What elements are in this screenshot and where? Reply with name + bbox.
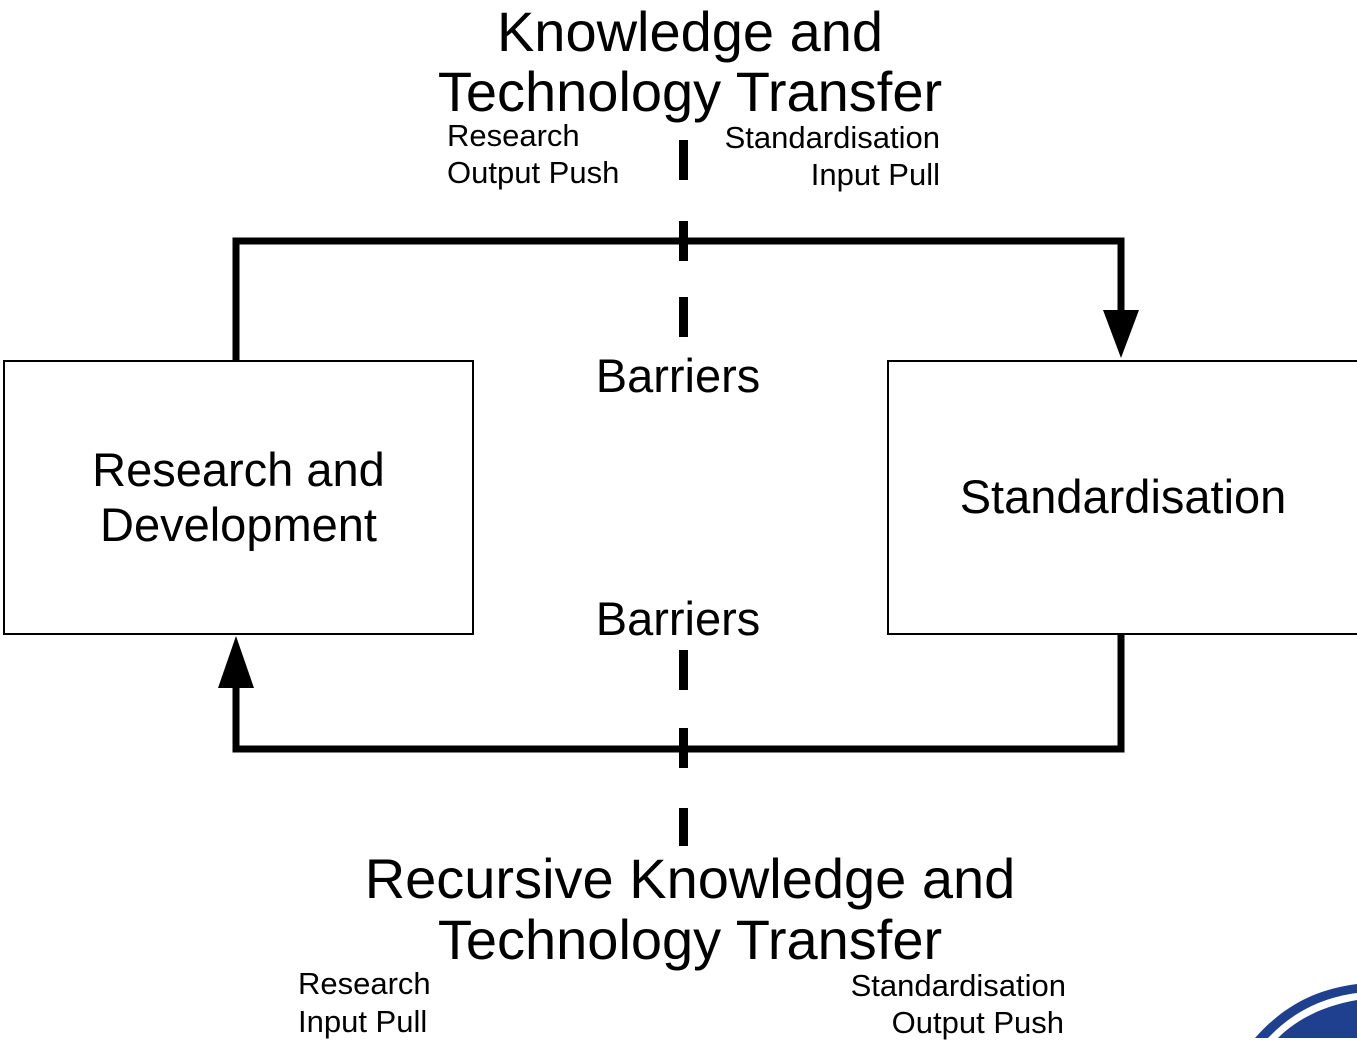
barriers-bottom-label: Barriers: [595, 592, 761, 645]
bottom-flow-line: [232, 634, 1125, 753]
research-output-push-line2: Output Push: [447, 155, 620, 190]
standardisation-input-pull-line2: Input Pull: [810, 157, 940, 192]
bottom-title-line1: Recursive Knowledge and: [364, 847, 1016, 910]
standardisation-box: Standardisation: [887, 360, 1357, 635]
arrowhead-up: [218, 636, 254, 688]
standardisation-output-push-line2: Output Push: [891, 1005, 1064, 1040]
barriers-top-label: Barriers: [595, 349, 761, 402]
top-barrier-dashes: [679, 140, 688, 337]
arrowhead-down: [1103, 310, 1139, 358]
research-development-box: Research and Development: [3, 360, 474, 635]
research-input-pull-line1: Research: [298, 966, 431, 1001]
bottom-title-line2: Technology Transfer: [437, 908, 943, 971]
top-title-line2: Technology Transfer: [437, 60, 943, 123]
research-development-line2: Development: [100, 497, 377, 551]
research-output-push-line1: Research: [447, 118, 580, 153]
top-title-line1: Knowledge and: [496, 0, 884, 63]
research-input-pull-line2: Input Pull: [298, 1004, 428, 1039]
corner-logo: [1255, 984, 1357, 1038]
research-development-line1: Research and: [92, 442, 385, 496]
standardisation-box-label: Standardisation: [959, 470, 1287, 523]
standardisation-output-push-line1: Standardisation: [850, 968, 1066, 1003]
top-flow-line: [232, 237, 1125, 362]
bottom-barrier-dashes: [679, 650, 688, 846]
standardisation-input-pull-line1: Standardisation: [724, 120, 940, 155]
